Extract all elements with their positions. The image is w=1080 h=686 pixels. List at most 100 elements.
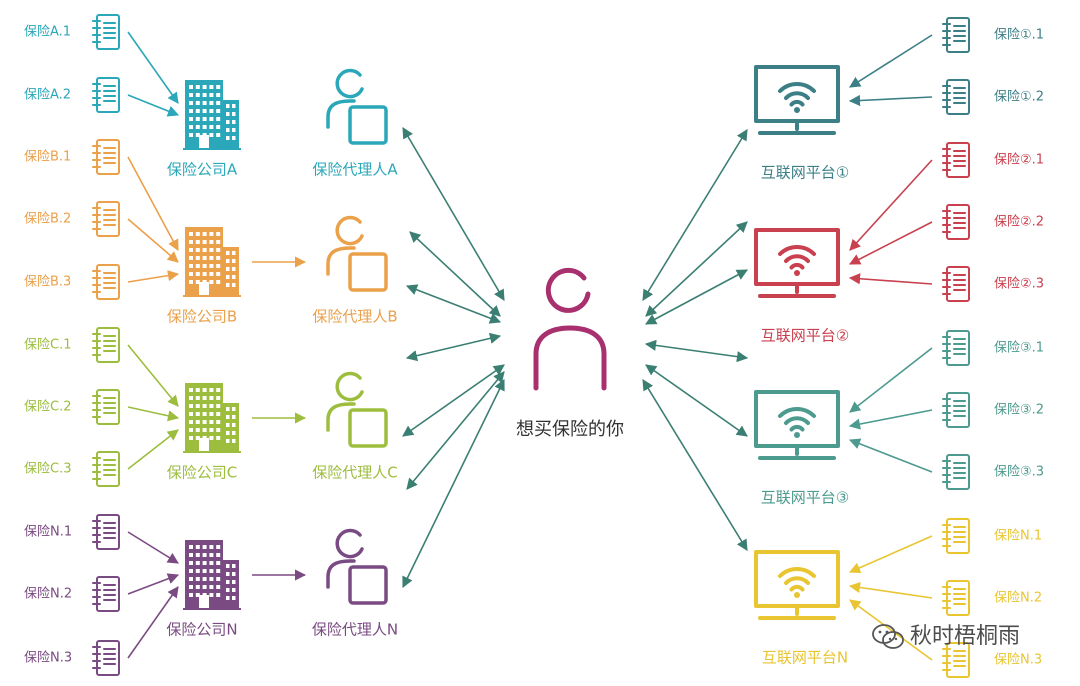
agent-label: 保险代理人N <box>312 621 398 639</box>
agent-icon <box>326 215 388 292</box>
product-label: 保险A.1 <box>24 25 71 40</box>
product-label: 保险B.1 <box>24 150 71 165</box>
arrows-layer <box>127 31 933 661</box>
product-label: 保险③.3 <box>994 465 1044 480</box>
product-to-platform-arrow <box>848 438 933 473</box>
agent-icon <box>326 371 388 448</box>
product-to-platform-arrow <box>848 273 933 285</box>
center-label: 想买保险的你 <box>516 419 624 440</box>
notebook-icon <box>942 518 970 554</box>
platform-monitor-icon <box>754 550 840 620</box>
product-label: 保险B.2 <box>24 212 71 227</box>
agent-center-arrow <box>402 127 505 301</box>
platform-monitor-icon <box>754 390 840 460</box>
company-building-icon <box>183 227 241 297</box>
product-label: 保险B.3 <box>24 275 71 290</box>
product-to-company-arrow <box>127 344 179 407</box>
company-label: 保险公司N <box>166 621 237 639</box>
notebook-icon <box>92 264 120 300</box>
agent-center-arrow <box>402 364 505 437</box>
icons-layer <box>92 14 970 678</box>
product-to-platform-arrow <box>849 34 933 88</box>
notebook-icon <box>942 79 970 115</box>
notebook-icon <box>942 580 970 616</box>
product-to-platform-arrow <box>849 221 933 265</box>
agent-label: 保险代理人A <box>312 161 398 179</box>
platform-monitor-icon <box>754 228 840 298</box>
product-label: 保险③.2 <box>994 403 1044 418</box>
product-label: 保险A.2 <box>24 88 71 103</box>
platform-label: 互联网平台③ <box>761 489 849 507</box>
product-label: 保险N.1 <box>994 529 1042 544</box>
agent-center-arrow <box>405 284 502 324</box>
product-to-company-arrow <box>127 531 179 564</box>
product-label: 保险N.3 <box>24 651 72 666</box>
product-to-platform-arrow <box>849 347 933 413</box>
product-label: 保险②.3 <box>994 277 1044 292</box>
notebook-icon <box>92 514 120 550</box>
company-building-icon <box>183 80 241 150</box>
notebook-icon <box>92 77 120 113</box>
platform-center-arrow <box>645 269 748 325</box>
notebook-icon <box>92 640 120 676</box>
wechat-icon <box>872 624 904 649</box>
notebook-icon <box>942 204 970 240</box>
product-label: 保险②.1 <box>994 153 1044 168</box>
product-label: 保险N.2 <box>24 587 72 602</box>
product-to-platform-arrow <box>848 581 933 599</box>
product-to-platform-arrow <box>849 159 933 251</box>
notebook-icon <box>942 454 970 490</box>
agent-icon <box>326 528 388 605</box>
notebook-icon <box>92 327 120 363</box>
product-label: 保险①.1 <box>994 28 1044 43</box>
product-label: 保险②.2 <box>994 215 1044 230</box>
platform-label: 互联网平台① <box>761 164 849 182</box>
platform-center-arrow <box>642 129 748 301</box>
company-building-icon <box>183 383 241 453</box>
platform-center-arrow <box>644 339 749 363</box>
agent-center-arrow <box>402 378 505 589</box>
notebook-icon <box>942 392 970 428</box>
product-label: 保险C.2 <box>24 400 71 415</box>
notebook-icon <box>942 17 970 53</box>
product-label: 保险C.3 <box>24 462 71 477</box>
center-person-icon <box>533 267 607 391</box>
product-to-company-arrow <box>127 156 179 251</box>
agent-label: 保险代理人C <box>312 464 397 482</box>
product-label: 保险N.3 <box>994 653 1042 668</box>
platform-label: 互联网平台N <box>762 649 848 667</box>
agent-center-arrow <box>406 371 505 490</box>
product-to-company-arrow <box>127 406 180 422</box>
product-label: 保险N.2 <box>994 591 1042 606</box>
notebook-icon <box>92 389 120 425</box>
product-to-company-arrow <box>127 270 180 283</box>
company-label: 保险公司B <box>167 308 237 326</box>
product-to-platform-arrow <box>849 599 933 661</box>
platform-label: 互联网平台② <box>761 327 849 345</box>
notebook-icon <box>92 201 120 237</box>
product-label: 保险③.1 <box>994 341 1044 356</box>
product-to-company-arrow <box>127 586 179 659</box>
notebook-icon <box>92 139 120 175</box>
notebook-icon <box>92 451 120 487</box>
notebook-icon <box>942 642 970 678</box>
watermark-text: 秋时梧桐雨 <box>910 624 1020 649</box>
platform-center-arrow <box>645 364 748 437</box>
notebook-icon <box>942 142 970 178</box>
product-to-company-arrow <box>127 218 179 263</box>
product-to-platform-arrow <box>848 94 933 107</box>
product-label: 保险①.2 <box>994 90 1044 105</box>
platform-center-arrow <box>642 379 748 551</box>
agent-center-arrow <box>409 231 501 317</box>
product-label: 保险N.1 <box>24 525 72 540</box>
notebook-icon <box>942 330 970 366</box>
company-building-icon <box>183 540 241 610</box>
company-label: 保险公司C <box>167 464 237 482</box>
product-to-platform-arrow <box>848 409 933 430</box>
product-to-platform-arrow <box>848 535 933 574</box>
product-to-company-arrow <box>127 429 179 470</box>
agent-center-arrow <box>405 332 502 362</box>
product-to-company-arrow <box>127 31 179 104</box>
